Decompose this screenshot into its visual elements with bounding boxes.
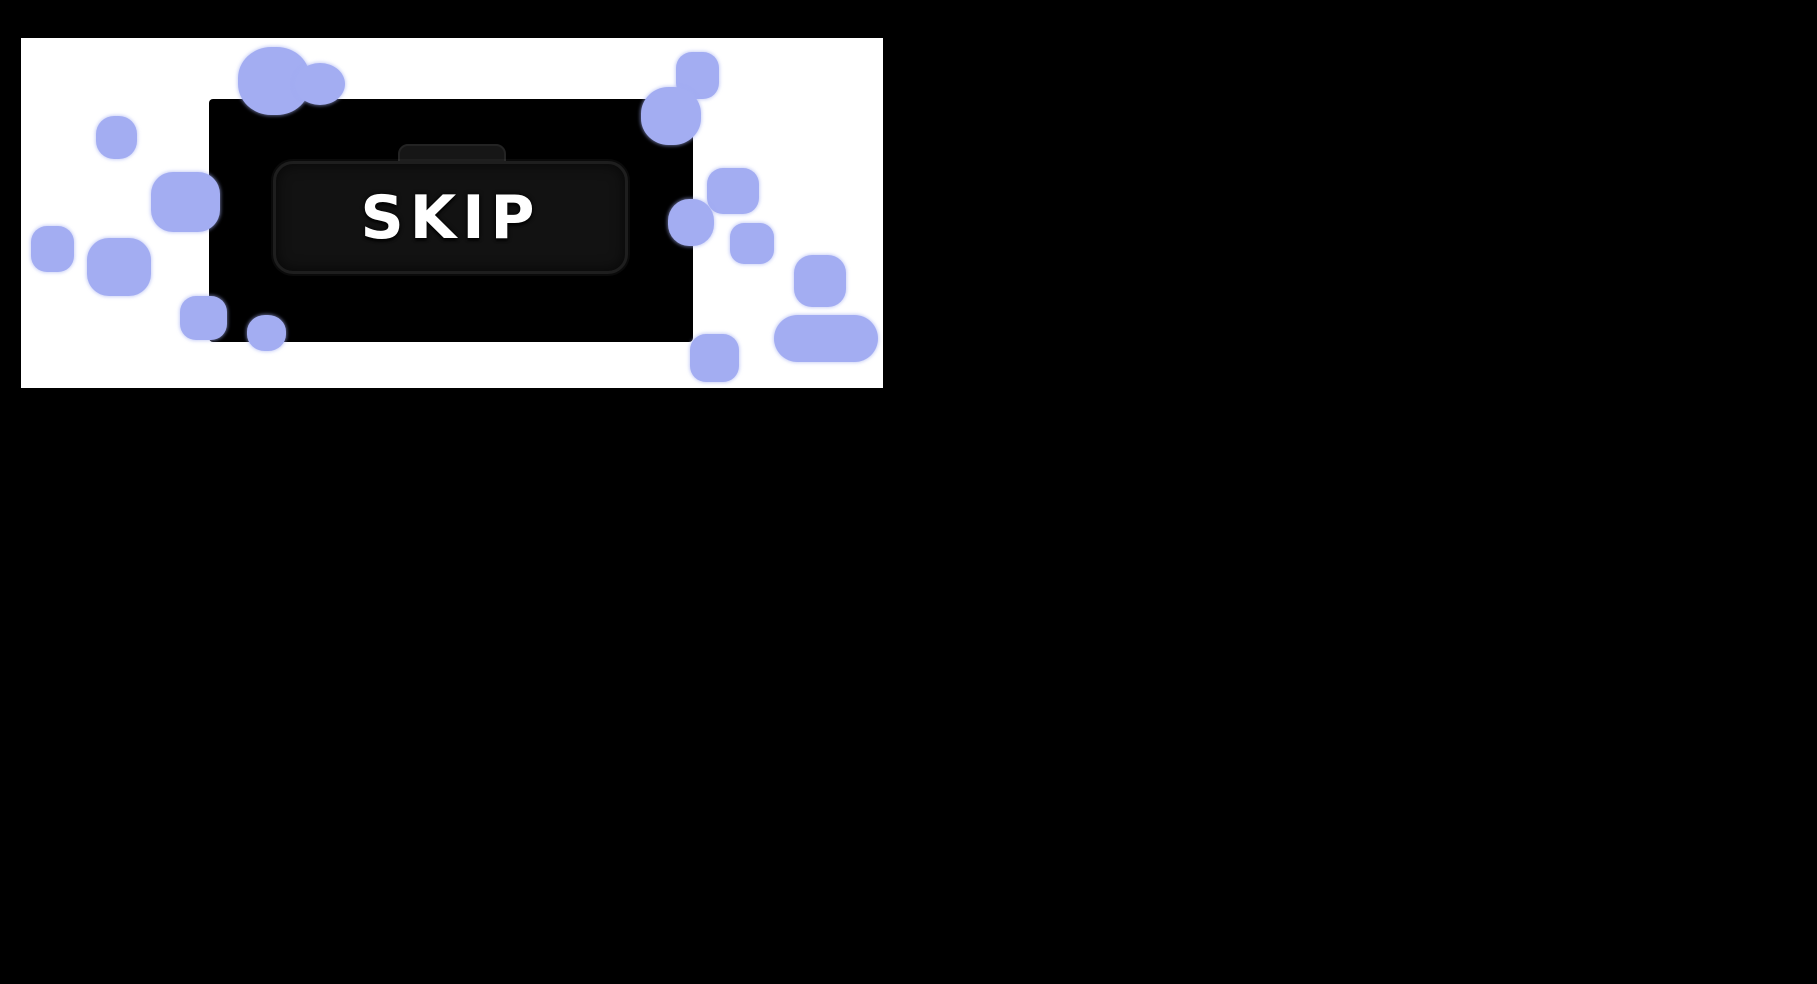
paint-blob: [730, 223, 774, 264]
paint-blob: [794, 255, 846, 307]
paint-blob: [676, 52, 719, 99]
stage-backdrop: SKIP: [209, 99, 693, 342]
drawing-canvas[interactable]: SKIP: [21, 38, 883, 388]
paint-blob: [31, 226, 74, 272]
paint-blob: [87, 238, 151, 296]
paint-blob: [707, 168, 759, 214]
paint-blob: [690, 334, 739, 382]
paint-blob: [774, 315, 878, 362]
paint-blob: [96, 116, 137, 159]
skip-button[interactable]: SKIP: [273, 161, 628, 274]
